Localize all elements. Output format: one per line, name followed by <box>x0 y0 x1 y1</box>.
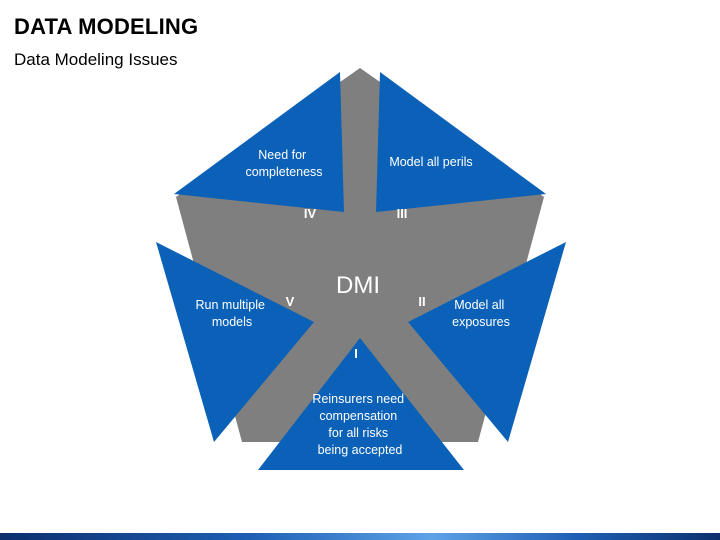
segment-1-numeral: I <box>354 346 358 361</box>
segment-2-text: Model all exposures <box>452 298 510 329</box>
segment-3-shape <box>376 72 546 212</box>
segment-3-numeral: III <box>397 206 408 221</box>
footer-gradient-bar <box>0 533 720 540</box>
segment-3-line: Model all perils <box>389 155 472 169</box>
segment-1-shape <box>258 338 464 470</box>
segment-4-text: Need for completeness <box>245 148 322 179</box>
segment-4-line: completeness <box>245 165 322 179</box>
segment-2-shape <box>408 242 566 442</box>
segment-2-line: Model all <box>454 298 504 312</box>
segment-2-numeral: II <box>418 294 425 309</box>
segment-1-line: Reinsurers need <box>312 392 404 406</box>
page-title: DATA MODELING <box>14 14 199 39</box>
center-label: DMI <box>336 272 380 299</box>
segment-5-line: Run multiple <box>196 298 266 312</box>
segment-4-line: Need for <box>258 148 306 162</box>
segment-2-line: exposures <box>452 315 510 329</box>
segment-1-text: Reinsurers need compensation for all ris… <box>312 392 407 457</box>
segment-1-line: being accepted <box>318 443 403 457</box>
segment-4-shape <box>174 72 344 212</box>
segment-1-line: for all risks <box>328 426 388 440</box>
page-subtitle: Data Modeling Issues <box>14 50 178 69</box>
segment-1-line: compensation <box>319 409 397 423</box>
segment-5-numeral: V <box>286 294 295 309</box>
segment-3-text: Model all perils <box>389 155 472 169</box>
segment-5-shape <box>156 242 314 442</box>
segment-4-numeral: IV <box>304 206 317 221</box>
segment-5-text: Run multiple models <box>196 298 269 329</box>
segment-5-line: models <box>212 315 252 329</box>
